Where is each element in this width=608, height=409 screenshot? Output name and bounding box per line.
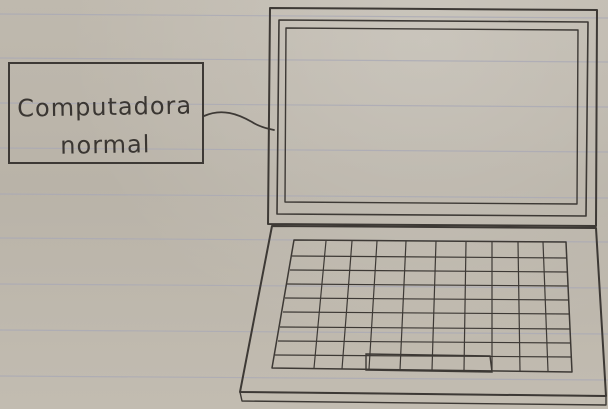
base-edge [240, 392, 606, 405]
screen-inner-frame [277, 20, 588, 216]
screen-display [285, 28, 578, 204]
keyboard-outline [272, 240, 572, 372]
screen-outer-frame [268, 8, 597, 226]
leader-line [204, 112, 274, 130]
